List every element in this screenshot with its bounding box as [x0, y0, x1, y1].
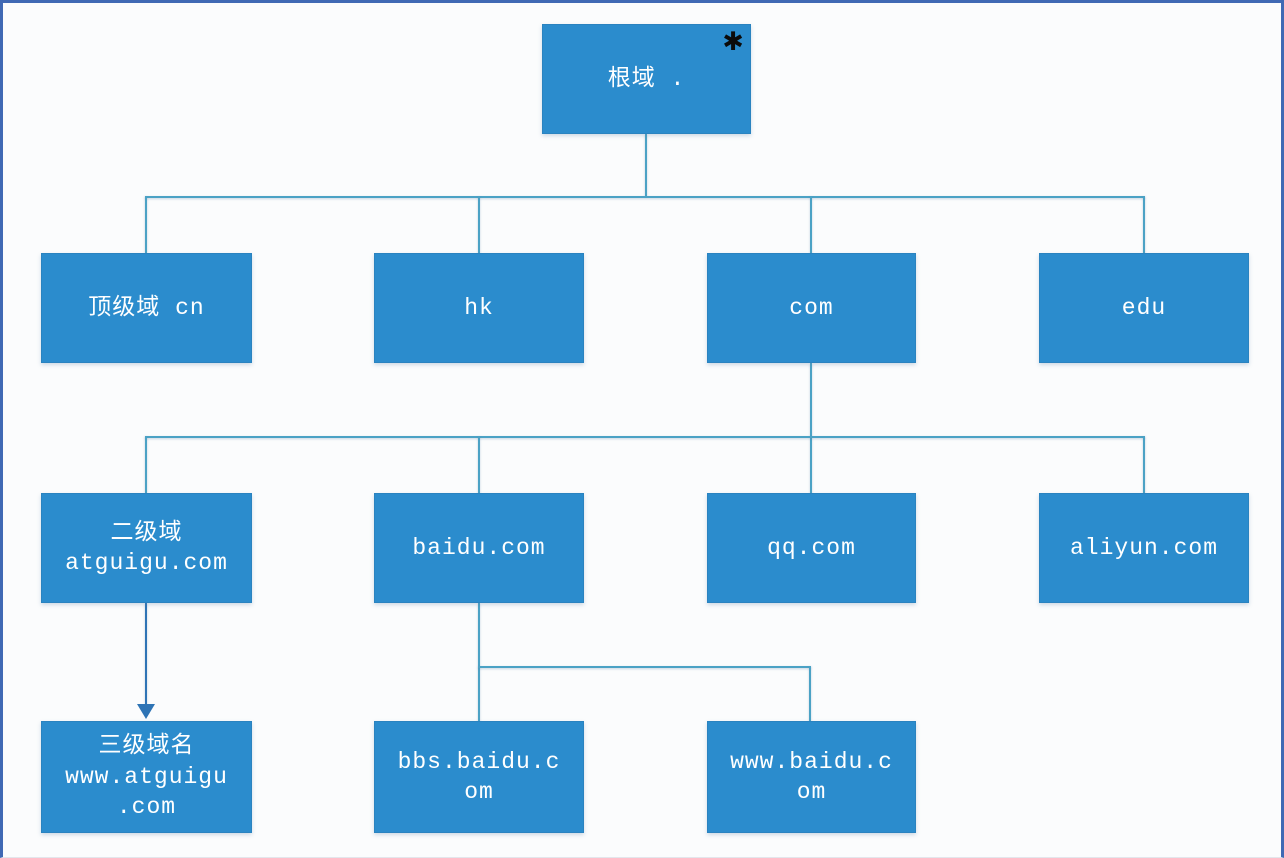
connector-www-baidu-drop [809, 666, 811, 721]
node-thirdlevel-bbs-baidu-label: bbs.baidu.c om [397, 748, 561, 805]
node-thirdlevel-www-atguigu-label: 三级域名 www.atguigu .com [65, 733, 228, 821]
node-tld-hk-label: hk [464, 294, 494, 321]
connector-com-to-slds [810, 363, 812, 493]
node-sld-qq: qq.com [707, 493, 916, 603]
node-tld-com: com [707, 253, 916, 363]
node-tld-cn-label: 顶级域 cn [88, 294, 205, 321]
connector-hk-drop [478, 196, 480, 253]
node-thirdlevel-bbs-baidu: bbs.baidu.c om [374, 721, 584, 833]
node-tld-cn: 顶级域 cn [41, 253, 252, 363]
node-sld-baidu-label: baidu.com [412, 534, 546, 561]
connector-root-drop [645, 134, 647, 196]
connector-cn-drop [145, 196, 147, 253]
arrow-head-icon [137, 704, 155, 719]
connector-tld-bus [145, 196, 1145, 198]
node-tld-edu: edu [1039, 253, 1249, 363]
connector-baidu-children-bus [478, 666, 811, 668]
node-tld-hk: hk [374, 253, 584, 363]
connector-atguigu-drop [145, 436, 147, 493]
node-sld-baidu: baidu.com [374, 493, 584, 603]
node-sld-aliyun: aliyun.com [1039, 493, 1249, 603]
connector-baidu-to-children [478, 603, 480, 721]
node-sld-qq-label: qq.com [767, 534, 856, 561]
node-thirdlevel-www-atguigu: 三级域名 www.atguigu .com [41, 721, 252, 833]
node-thirdlevel-www-baidu: www.baidu.c om [707, 721, 916, 833]
node-sld-aliyun-label: aliyun.com [1069, 534, 1219, 561]
node-root-domain: ✱ 根域 . [542, 24, 751, 134]
node-tld-edu-label: edu [1121, 294, 1167, 321]
asterisk-icon: ✱ [723, 23, 743, 60]
node-thirdlevel-www-baidu-label: www.baidu.c om [730, 748, 893, 805]
connector-edu-drop [1143, 196, 1145, 253]
connector-baidu-drop [478, 436, 480, 493]
connector-aliyun-drop [1143, 436, 1145, 493]
node-sld-atguigu-label: 二级域 atguigu.com [65, 519, 228, 576]
arrow-atguigu-to-thirdlevel [145, 603, 147, 706]
connector-sld-bus [145, 436, 1145, 438]
node-tld-com-label: com [789, 294, 834, 321]
node-sld-atguigu: 二级域 atguigu.com [41, 493, 252, 603]
node-root-label: 根域 . [607, 65, 686, 92]
connector-com-drop [810, 196, 812, 253]
